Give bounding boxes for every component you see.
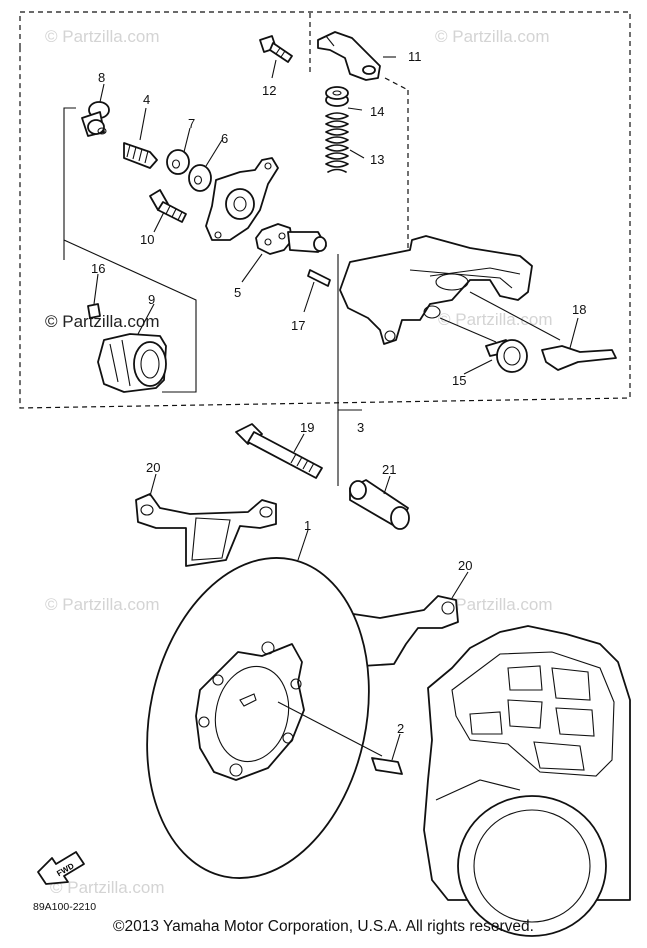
callout-18: 18 bbox=[572, 302, 586, 317]
part-2-key bbox=[371, 757, 403, 775]
part-12-bolt bbox=[259, 35, 293, 63]
callout-7: 7 bbox=[188, 116, 195, 131]
callout-11: 11 bbox=[408, 49, 422, 64]
watermark-top-right: © Partzilla.com bbox=[435, 27, 550, 46]
callout-21: 21 bbox=[382, 462, 396, 477]
ref-line-18 bbox=[469, 291, 561, 341]
watermark-dark-left: © Partzilla.com bbox=[45, 312, 160, 331]
callout-20-upper: 20 bbox=[146, 460, 160, 475]
callout-3: 3 bbox=[357, 420, 364, 435]
part-6-washer bbox=[188, 164, 212, 192]
part-18-clip bbox=[541, 345, 617, 371]
watermark-lower-left: © Partzilla.com bbox=[45, 595, 160, 614]
part-5-shaft bbox=[255, 223, 327, 255]
part-9-boot bbox=[97, 333, 167, 393]
part-3-caliper bbox=[339, 235, 533, 345]
leader-lines bbox=[93, 56, 579, 761]
part-14-seat bbox=[325, 86, 349, 107]
part-7-washer bbox=[166, 149, 190, 175]
watermark-bottom-left: © Partzilla.com bbox=[50, 878, 165, 897]
part-11-bracket bbox=[317, 31, 381, 81]
part-15-pin bbox=[485, 339, 528, 373]
part-1-disc bbox=[146, 557, 370, 879]
caliper-assembly-outline bbox=[19, 11, 631, 409]
callout-10: 10 bbox=[140, 232, 154, 247]
part-19-bolt bbox=[235, 423, 323, 479]
part-8-adjuster bbox=[81, 101, 110, 137]
callout-8: 8 bbox=[98, 70, 105, 85]
callout-1: 1 bbox=[304, 518, 311, 533]
callout-4: 4 bbox=[143, 92, 150, 107]
callout-15: 15 bbox=[452, 373, 466, 388]
callout-17: 17 bbox=[291, 318, 305, 333]
callout-12: 12 bbox=[262, 83, 276, 98]
part-13-spring bbox=[325, 112, 349, 173]
callout-19: 19 bbox=[300, 420, 314, 435]
callout-20-lower: 20 bbox=[458, 558, 472, 573]
ref-line-15 bbox=[439, 317, 497, 343]
copyright-footer: ©2013 Yamaha Motor Corporation, U.S.A. A… bbox=[113, 918, 534, 935]
diagram-code: 89A100-2210 bbox=[33, 901, 97, 913]
callout-9: 9 bbox=[148, 292, 155, 307]
part-16-screw bbox=[87, 303, 101, 319]
part-20-pad-upper bbox=[135, 493, 277, 567]
part-10-bolt bbox=[149, 189, 187, 223]
callout-2: 2 bbox=[397, 721, 404, 736]
watermark-top-left: © Partzilla.com bbox=[45, 27, 160, 46]
ref-line-2 bbox=[277, 701, 383, 757]
callout-14: 14 bbox=[370, 104, 384, 119]
callout-5: 5 bbox=[234, 285, 241, 300]
part-17-pin bbox=[307, 269, 331, 287]
watermark-mid-right: © Partzilla.com bbox=[438, 310, 553, 329]
ref-line-11 bbox=[384, 77, 409, 91]
callout-6: 6 bbox=[221, 131, 228, 146]
callout-13: 13 bbox=[370, 152, 384, 167]
callout-16: 16 bbox=[91, 261, 105, 276]
callout-numbers: 1 2 3 4 5 6 7 8 9 10 11 12 13 14 15 16 1… bbox=[91, 49, 586, 736]
watermark-lower-right: © Partzilla.com bbox=[438, 595, 553, 614]
lever-plate bbox=[205, 157, 279, 241]
part-4-pin bbox=[123, 142, 158, 169]
part-21-sleeve bbox=[349, 479, 410, 530]
bracket-left-group bbox=[63, 107, 197, 393]
hub-housing bbox=[423, 625, 631, 937]
